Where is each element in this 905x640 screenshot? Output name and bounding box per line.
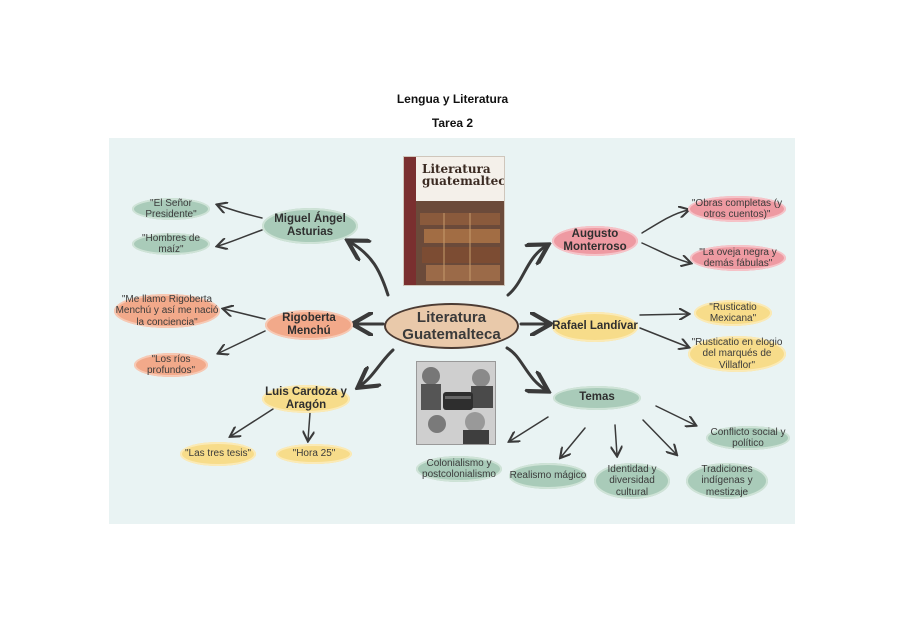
work-me-llamo-rigoberta: "Me llamo Rigoberta Menchú y así me naci…	[114, 294, 220, 328]
work-label: "Los ríos profundos"	[146, 353, 196, 377]
book-cover-image: Literatura guatemalteca	[403, 156, 505, 286]
work-rusticatio-elogio: "Rusticatio en elogio del marqués de Vil…	[688, 336, 786, 372]
work-hora-25: "Hora 25"	[276, 444, 352, 464]
author-cardoza-label: Luis Cardoza y Aragón	[265, 385, 347, 411]
books-illustration	[404, 157, 504, 285]
work-la-oveja-negra: "La oveja negra y demás fábulas"	[690, 245, 786, 271]
author-cardoza: Luis Cardoza y Aragón	[262, 385, 350, 413]
book-cover-title: Literatura guatemalteca	[422, 162, 505, 188]
center-topic: Literatura Guatemalteca	[384, 303, 519, 349]
work-label: "Las tres tesis"	[184, 448, 251, 460]
tema-identidad: Identidad y diversidad cultural	[594, 463, 670, 499]
tema-label: Colonialismo y postcolonialismo	[422, 457, 496, 481]
writers-photo	[416, 361, 496, 445]
tema-label: Identidad y diversidad cultural	[607, 463, 657, 498]
work-obras-completas: "Obras completas (y otros cuentos)"	[688, 196, 786, 222]
author-asturias: Miguel Ángel Asturias	[262, 208, 358, 244]
work-label: "Rusticatio en elogio del marqués de Vil…	[691, 336, 783, 371]
work-label: "El Señor Presidente"	[145, 197, 197, 221]
document-title: Lengua y Literatura	[396, 92, 509, 106]
work-label: "Obras completas (y otros cuentos)"	[691, 197, 783, 221]
work-label: "Rusticatio Mexicana"	[709, 301, 757, 325]
work-label: "La oveja negra y demás fábulas"	[699, 246, 777, 270]
temas-node: Temas	[553, 386, 641, 410]
tema-label: Tradiciones indígenas y mestizaje	[701, 463, 753, 498]
author-menchu-label: Rigoberta Menchú	[282, 311, 336, 337]
temas-label: Temas	[579, 391, 615, 404]
tema-realismo-magico: Realismo mágico	[509, 463, 587, 489]
work-label: "Hora 25"	[292, 448, 336, 460]
author-asturias-label: Miguel Ángel Asturias	[274, 212, 346, 238]
work-rusticatio-mexicana: "Rusticatio Mexicana"	[694, 300, 772, 326]
tema-label: Conflicto social y político	[710, 426, 786, 450]
work-los-rios-profundos: "Los ríos profundos"	[134, 353, 208, 377]
document-subtitle: Tarea 2	[431, 116, 474, 130]
tema-colonialismo: Colonialismo y postcolonialismo	[416, 456, 502, 482]
tema-label: Realismo mágico	[509, 470, 587, 482]
tema-tradiciones: Tradiciones indígenas y mestizaje	[686, 463, 768, 499]
author-monterroso: Augusto Monterroso	[552, 226, 638, 256]
author-monterroso-label: Augusto Monterroso	[563, 227, 627, 253]
author-landivar-label: Rafael Landívar	[552, 320, 638, 333]
tema-conflicto-social: Conflicto social y político	[706, 426, 790, 450]
author-landivar: Rafael Landívar	[552, 312, 638, 342]
work-hombres-de-maiz: "Hombres de maíz"	[132, 233, 210, 255]
work-el-senor-presidente: "El Señor Presidente"	[132, 198, 210, 220]
work-las-tres-tesis: "Las tres tesis"	[180, 442, 256, 466]
author-menchu: Rigoberta Menchú	[265, 310, 353, 340]
work-label: "Hombres de maíz"	[141, 232, 201, 256]
work-label: "Me llamo Rigoberta Menchú y así me naci…	[115, 293, 219, 328]
writers-photo-illustration	[417, 362, 495, 444]
center-topic-label: Literatura Guatemalteca	[402, 308, 501, 343]
